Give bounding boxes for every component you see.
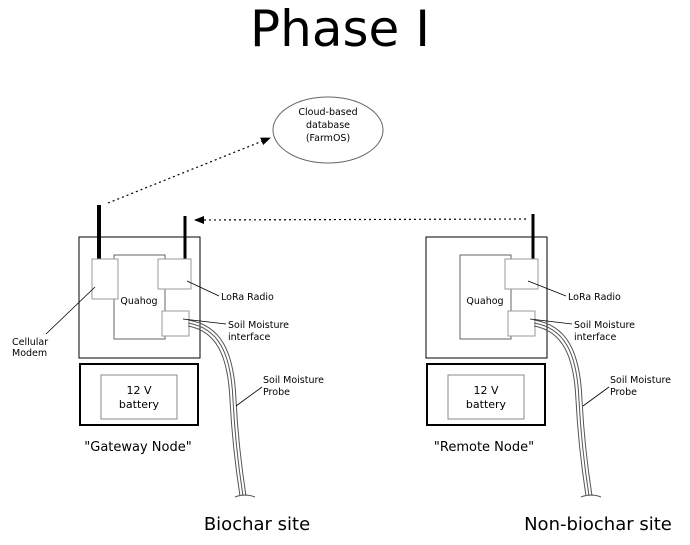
gateway-lora-radio bbox=[157, 258, 192, 290]
remote-battery-label-line2: battery bbox=[466, 398, 507, 411]
remote-quahog-label: Quahog bbox=[466, 296, 503, 307]
remote-battery bbox=[447, 374, 525, 420]
cellular-uplink-arrow bbox=[107, 137, 271, 204]
remote-battery-label-line1: 12 V bbox=[473, 384, 498, 397]
cloud-label-line3: (FarmOS) bbox=[306, 133, 350, 144]
gateway-battery bbox=[100, 374, 178, 420]
lora-link-arrow bbox=[194, 215, 527, 224]
remote-probe-cable bbox=[533, 319, 593, 497]
cloud-label-line2: database bbox=[306, 120, 350, 131]
gateway-node-label: "Gateway Node" bbox=[84, 440, 191, 455]
gateway-cellular-modem bbox=[91, 258, 119, 300]
remote-probe-label-line1: Soil Moisture bbox=[610, 375, 671, 386]
remote-soil-interface-label-line1: Soil Moisture bbox=[574, 320, 635, 331]
non-biochar-site-label: Non-biochar site bbox=[524, 514, 672, 535]
gateway-battery-label-line1: 12 V bbox=[126, 384, 151, 397]
biochar-site-label: Biochar site bbox=[204, 514, 310, 535]
gateway-node: Quahog 12 V battery LoRa Radio Soil Mois… bbox=[12, 205, 324, 535]
cloud-database: Cloud-based database (FarmOS) bbox=[272, 96, 384, 164]
gateway-quahog-label: Quahog bbox=[120, 296, 157, 307]
gateway-soil-interface bbox=[161, 310, 190, 337]
cloud-label-line1: Cloud-based bbox=[298, 107, 357, 118]
remote-soil-interface-label-line2: interface bbox=[574, 332, 617, 343]
remote-node-label: "Remote Node" bbox=[434, 440, 534, 455]
remote-probe-label-line2: Probe bbox=[610, 387, 637, 398]
gateway-modem-label-line2: Modem bbox=[12, 348, 47, 359]
gateway-modem-label-line1: Cellular bbox=[12, 337, 48, 348]
remote-quahog-board bbox=[459, 254, 512, 340]
remote-lora-label: LoRa Radio bbox=[568, 292, 621, 303]
page-title: Phase I bbox=[250, 0, 430, 58]
remote-lora-radio bbox=[504, 258, 539, 290]
gateway-probe-cable bbox=[187, 319, 247, 497]
remote-soil-interface bbox=[507, 310, 536, 337]
gateway-soil-interface-label-line2: interface bbox=[228, 332, 271, 343]
gateway-probe-label-line1: Soil Moisture bbox=[263, 375, 324, 386]
gateway-soil-interface-label-line1: Soil Moisture bbox=[228, 320, 289, 331]
gateway-lora-label: LoRa Radio bbox=[221, 292, 274, 303]
remote-node: Quahog 12 V battery LoRa Radio Soil Mois… bbox=[425, 214, 672, 535]
gateway-probe-label-line2: Probe bbox=[263, 387, 290, 398]
gateway-battery-label-line2: battery bbox=[119, 398, 160, 411]
